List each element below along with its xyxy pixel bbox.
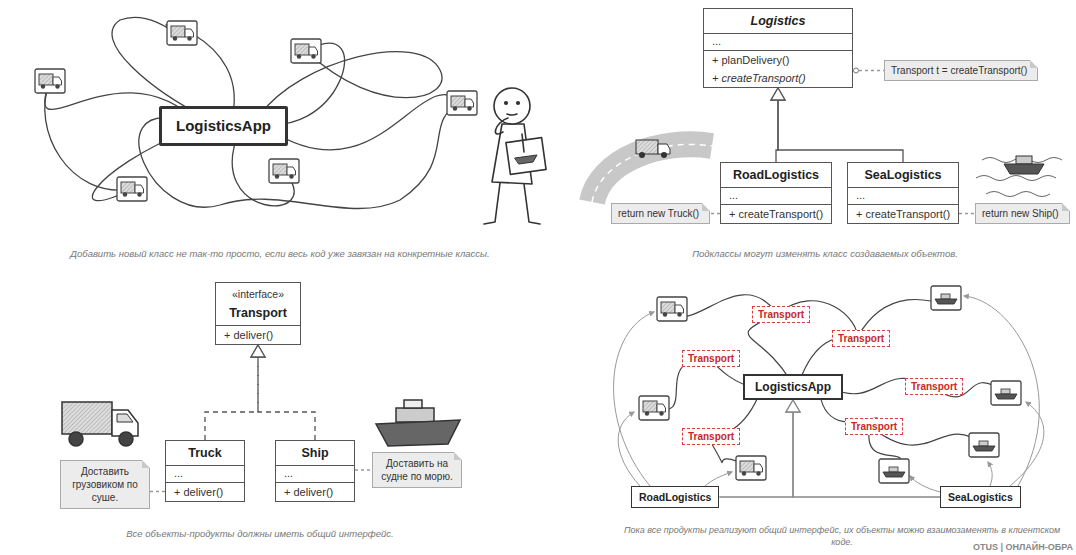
box-text: + deliver() — [276, 482, 354, 501]
box-text: Transport — [838, 332, 884, 345]
caption: Подклассы могут изменять класс создаваем… — [590, 248, 1060, 260]
class-box: Truck...+ deliver() — [165, 440, 245, 502]
class-box: Logistics...+ planDelivery()+ createTran… — [703, 8, 853, 88]
box-text: ... — [848, 187, 958, 204]
box-text: Transport — [688, 430, 734, 443]
connector-line — [205, 357, 258, 440]
watermark: OTUS | ОНЛАЙН-ОБРА — [973, 541, 1073, 553]
thinking-person — [484, 88, 546, 224]
box-text: SeaLogistics — [948, 490, 1013, 504]
inheritance-connector — [786, 400, 940, 497]
note-box: return new Truck() — [611, 203, 710, 224]
box-text: LogisticsApp — [755, 380, 831, 394]
product-box: Transport — [752, 306, 810, 323]
box-text: ... — [276, 465, 354, 482]
box-text: Transport t = createTransport() — [891, 64, 1027, 77]
inheritance-connector — [719, 400, 800, 497]
box-text: Доставить грузовиком по суше. — [69, 465, 141, 504]
connector-line — [258, 357, 315, 440]
box-text: Transport — [688, 352, 734, 365]
box-text: ... — [721, 187, 831, 204]
class-box: Ship...+ deliver() — [275, 440, 355, 502]
box-text: ... — [704, 33, 852, 50]
arrow-head — [786, 400, 800, 412]
connector-line — [150, 491, 165, 492]
box-text: return new Truck() — [618, 207, 699, 220]
class-box: RoadLogistics...+ createTransport() — [720, 162, 832, 224]
arrow-head — [786, 400, 800, 412]
box-text: return new Ship() — [982, 207, 1059, 220]
box-text: + createTransport() — [704, 69, 852, 87]
box-text: RoadLogistics — [721, 163, 831, 187]
note-box: Transport t = createTransport() — [884, 60, 1038, 81]
tangle-lines — [654, 295, 1006, 471]
box-text: + deliver() — [216, 325, 300, 344]
connector-line — [719, 412, 793, 497]
connector-line — [355, 469, 372, 470]
box-text: «interface» — [216, 283, 300, 301]
caption: Все объекты-продукты должны иметь общий … — [40, 528, 480, 540]
connector-line — [710, 213, 720, 214]
box-text: Ship — [276, 441, 354, 465]
note-box: Доставить грузовиком по суше. — [60, 460, 150, 509]
note-box: return new Ship() — [975, 203, 1070, 224]
call-dot — [854, 68, 859, 73]
box-text: ... — [166, 465, 244, 482]
note-leader — [853, 68, 884, 73]
box-text: Truck — [166, 441, 244, 465]
box-text: Logistics — [704, 9, 852, 33]
connector-line — [959, 213, 975, 214]
app-box: LogisticsApp — [743, 374, 843, 400]
box-text: + deliver() — [166, 482, 244, 501]
box-text: SeaLogistics — [848, 163, 958, 187]
box-text: Transport — [911, 380, 957, 393]
box-text: + createTransport() — [721, 204, 831, 223]
note-leader — [710, 213, 720, 214]
boat-drawing — [376, 400, 460, 446]
class-box: SeaLogistics...+ createTransport() — [847, 162, 959, 224]
box-text: RoadLogistics — [639, 490, 711, 504]
arrow-head — [251, 345, 265, 357]
connector-line — [778, 100, 903, 162]
note-leader — [355, 470, 372, 471]
note-leader — [959, 213, 975, 214]
box-text: + createTransport() — [848, 204, 958, 223]
road-illustration — [592, 140, 712, 202]
box-text: Transport — [758, 308, 804, 321]
product-box: Transport — [832, 330, 890, 347]
app-box: LogisticsApp — [159, 106, 288, 146]
arrow-head — [771, 88, 785, 100]
creator-box: SeaLogistics — [940, 486, 1021, 508]
creator-box: RoadLogistics — [631, 486, 719, 508]
note-leader — [150, 491, 165, 492]
connector-line — [793, 412, 940, 497]
inheritance-connector — [771, 88, 903, 162]
box-text: Transport — [851, 420, 897, 433]
sea-illustration — [976, 156, 1062, 197]
note-box: Доставить на судне по морю. — [372, 452, 462, 488]
box-text: LogisticsApp — [176, 117, 271, 135]
product-box: Transport — [682, 428, 740, 445]
product-box: Transport — [682, 350, 740, 367]
product-box: Transport — [905, 378, 963, 395]
interface-box: «interface»Transport+ deliver() — [215, 282, 301, 345]
tangle-lines — [45, 17, 462, 208]
guide-arrows — [614, 296, 1044, 492]
box-text: Transport — [216, 301, 300, 325]
inheritance-connector — [251, 345, 315, 440]
box-text: + planDelivery() — [704, 50, 852, 69]
caption: Добавить новый класс не так-то просто, е… — [20, 248, 540, 260]
arrow-head — [251, 345, 265, 357]
truck-icons — [35, 21, 477, 201]
product-box: Transport — [845, 418, 903, 435]
arrow-head — [771, 88, 785, 100]
icons — [639, 286, 1021, 483]
box-text: Доставить на судне по морю. — [381, 457, 453, 483]
inheritance-connector — [205, 345, 265, 440]
truck-drawing — [62, 402, 138, 446]
